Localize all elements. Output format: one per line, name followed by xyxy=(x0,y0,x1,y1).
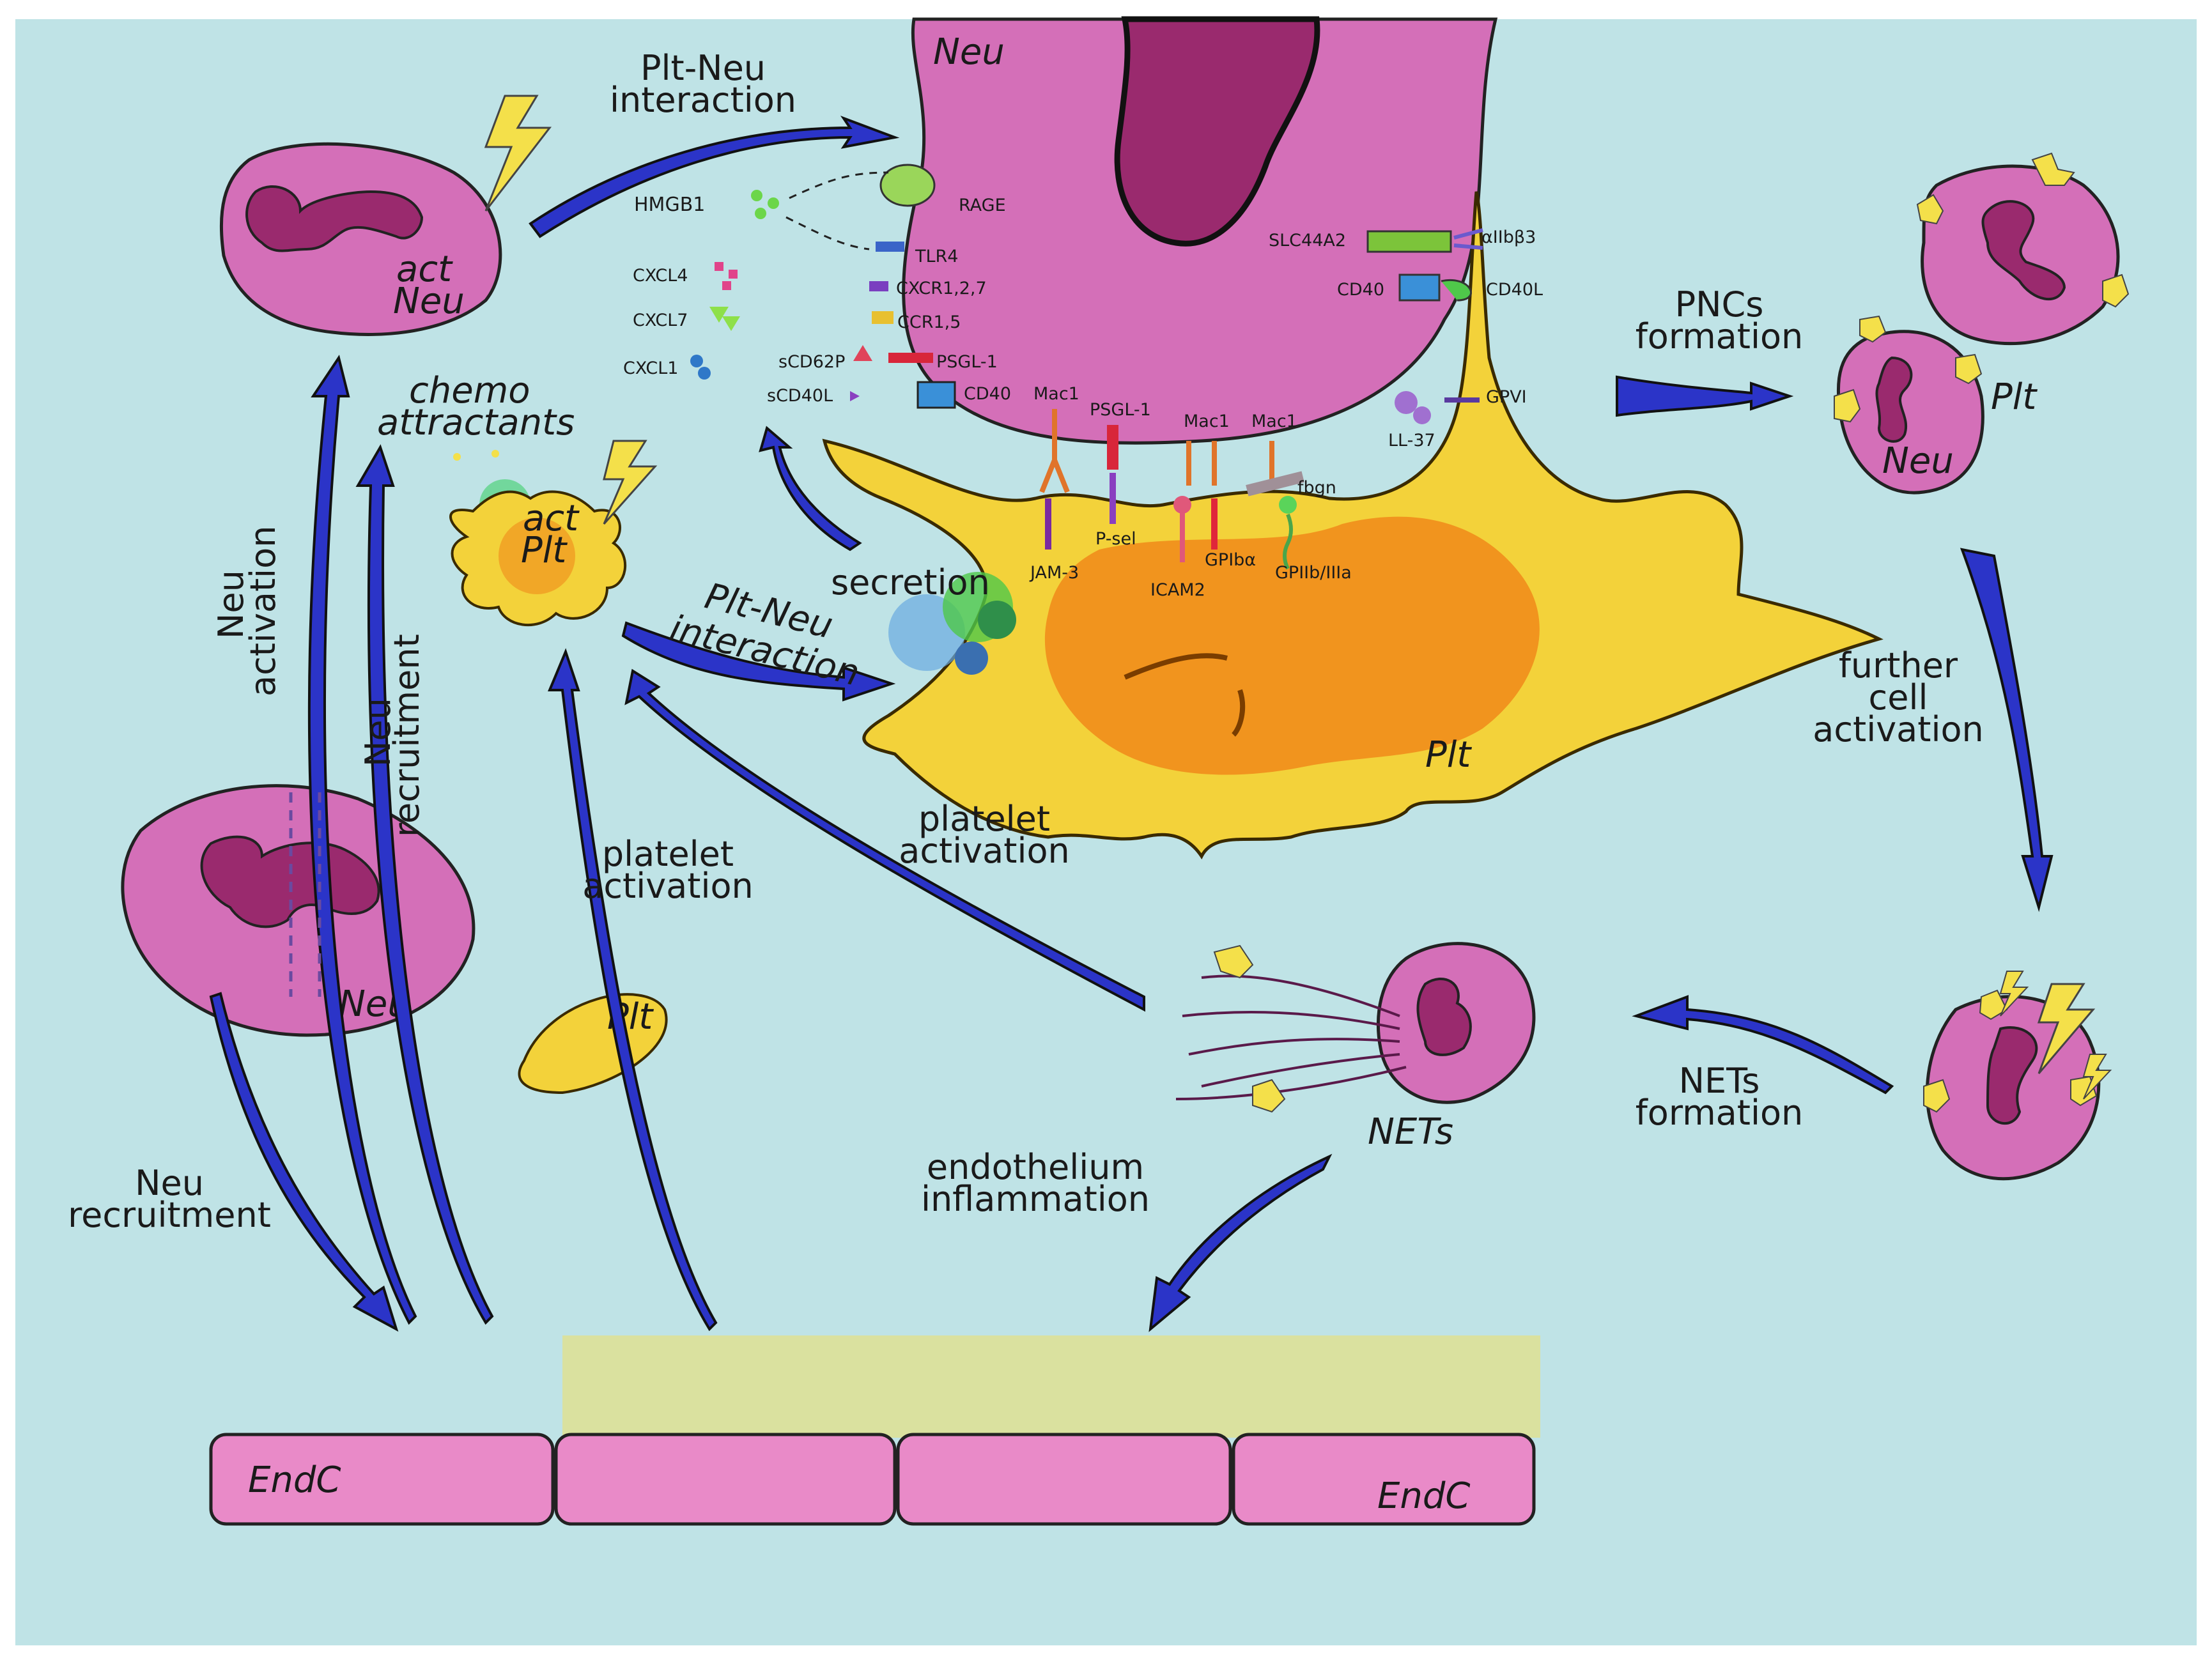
label-fbgn: fbgn xyxy=(1297,478,1336,498)
label-icam2: ICAM2 xyxy=(1150,580,1205,600)
label-scd40l: sCD40L xyxy=(767,386,833,406)
arrow-plt-neu-mid xyxy=(621,621,896,702)
label-hmgb1: HMGB1 xyxy=(634,194,705,216)
molecule-markers xyxy=(690,164,1483,570)
label-cd40-a: CD40 xyxy=(964,384,1011,404)
endothelium-inflammation-2: inflammation xyxy=(921,1179,1150,1219)
label-aiib3: αIIbβ3 xyxy=(1481,227,1536,247)
endc-left-label: EndC xyxy=(248,1459,341,1501)
arrow-platelet-activation-mid xyxy=(624,668,1145,1012)
label-cxcl7: CXCL7 xyxy=(633,311,688,330)
arrow-pncs xyxy=(1616,375,1794,417)
neu-activation-2: activation xyxy=(243,526,283,696)
label-mac1-a: Mac1 xyxy=(1033,384,1079,404)
label-psel: P-sel xyxy=(1095,529,1136,549)
secretion-granules xyxy=(888,572,1016,675)
neu-recruitment-b-1: Neu xyxy=(135,1163,204,1203)
chemo-attractants-line1: chemo xyxy=(409,370,530,411)
activated-platelet: act Plt xyxy=(449,440,658,627)
label-mac1-b: Mac1 xyxy=(1184,411,1230,431)
nets-formation-2: formation xyxy=(1636,1093,1803,1133)
nets-formation-1: NETs xyxy=(1679,1061,1760,1101)
label-scd62p: sCD62P xyxy=(778,352,845,372)
plt-big-label: Plt xyxy=(1425,734,1472,776)
plt-neu-top-1: Plt-Neu xyxy=(640,48,766,88)
label-tlr4: TLR4 xyxy=(915,247,958,266)
label-cxcr: CXCR1,2,7 xyxy=(896,279,987,298)
arrow-secretion xyxy=(759,426,862,551)
endothelium-inflammation-1: endothelium xyxy=(927,1147,1144,1187)
label-gpiib: GPIIb/IIIa xyxy=(1275,563,1352,583)
pnc-plt-label: Plt xyxy=(1991,376,2038,418)
act-plt-line2: Plt xyxy=(521,530,568,571)
endothelium: EndC EndC xyxy=(209,1335,1540,1526)
platelet-activation-mid-2: activation xyxy=(899,831,1069,871)
arrow-neu-recruitment-up xyxy=(355,444,494,1325)
further-activation-2: cell xyxy=(1869,677,1928,718)
platelet-activation-left-1: platelet xyxy=(602,834,734,874)
arrow-endothelium-inflammation xyxy=(1149,1153,1333,1332)
platelet-activation-mid-1: platelet xyxy=(918,799,1050,839)
further-activation-1: further xyxy=(1839,645,1958,686)
label-gpvi: GPVI xyxy=(1486,387,1527,407)
endc-right-label: EndC xyxy=(1377,1475,1471,1517)
plt-neu-top-2: interaction xyxy=(610,80,796,120)
label-psgl1-a: PSGL-1 xyxy=(936,352,998,372)
act-neu-line1: act xyxy=(396,249,453,290)
platelet-activation-left-2: activation xyxy=(582,866,753,906)
label-gpiba: GPIbα xyxy=(1205,550,1256,570)
arrow-neu-recruitment-down xyxy=(209,992,399,1332)
pnc-cell-middle: Plt Neu xyxy=(1834,315,2038,495)
label-mac1-c: Mac1 xyxy=(1251,411,1297,431)
pnc-cell-top xyxy=(1916,152,2130,346)
arrow-further-activation xyxy=(1960,548,2053,912)
chemo-attractants-line2: attractants xyxy=(377,402,575,443)
large-neutrophil: Neu xyxy=(902,16,1498,445)
label-cd40l: CD40L xyxy=(1486,280,1543,300)
neu-recruitment-v-2: recruitment xyxy=(387,634,427,837)
label-slc44a2: SLC44A2 xyxy=(1269,231,1346,250)
label-cxcl4: CXCL4 xyxy=(633,266,688,286)
large-platelet: Plt xyxy=(822,191,1883,859)
arrow-nets-formation xyxy=(1632,995,1894,1095)
molecule-labels: HMGB1 RAGE TLR4 CXCL4 CXCR1,2,7 CXCL7 CC… xyxy=(623,194,1543,600)
activated-pnc xyxy=(1923,971,2112,1181)
label-jam3: JAM-3 xyxy=(1029,563,1079,583)
arrow-plt-neu-top xyxy=(529,115,900,238)
activated-neutrophil: act Neu xyxy=(219,95,552,336)
pncs-formation-2: formation xyxy=(1636,316,1803,357)
nets-label: NETs xyxy=(1368,1111,1453,1153)
secretion-label: secretion xyxy=(831,562,990,603)
neu-recruitment-v-1: Neu xyxy=(358,698,398,767)
label-cxcl1: CXCL1 xyxy=(623,358,678,378)
nets-cell: NETs xyxy=(1175,942,1536,1153)
neu-activation-1: Neu xyxy=(211,570,251,639)
neu-big-label: Neu xyxy=(933,31,1005,73)
arrow-platelet-activation-left xyxy=(548,648,718,1332)
label-ccr: CCR1,5 xyxy=(897,312,961,332)
label-cd40-b: CD40 xyxy=(1337,280,1384,300)
arrow-neu-activation xyxy=(307,355,417,1325)
arrows xyxy=(209,115,2053,1332)
process-labels: Plt-Neu interaction secretion Plt-Neu in… xyxy=(68,48,1984,1235)
label-rage: RAGE xyxy=(959,196,1006,215)
pncs-formation-1: PNCs xyxy=(1675,284,1764,325)
act-neu-line2: Neu xyxy=(393,281,465,322)
further-activation-3: activation xyxy=(1813,709,1983,750)
act-plt-line1: act xyxy=(523,498,580,539)
label-psgl1-b: PSGL-1 xyxy=(1090,400,1151,420)
neu-recruitment-b-2: recruitment xyxy=(68,1195,271,1235)
pnc-neu-label: Neu xyxy=(1882,440,1954,482)
label-ll37: LL-37 xyxy=(1388,431,1435,450)
